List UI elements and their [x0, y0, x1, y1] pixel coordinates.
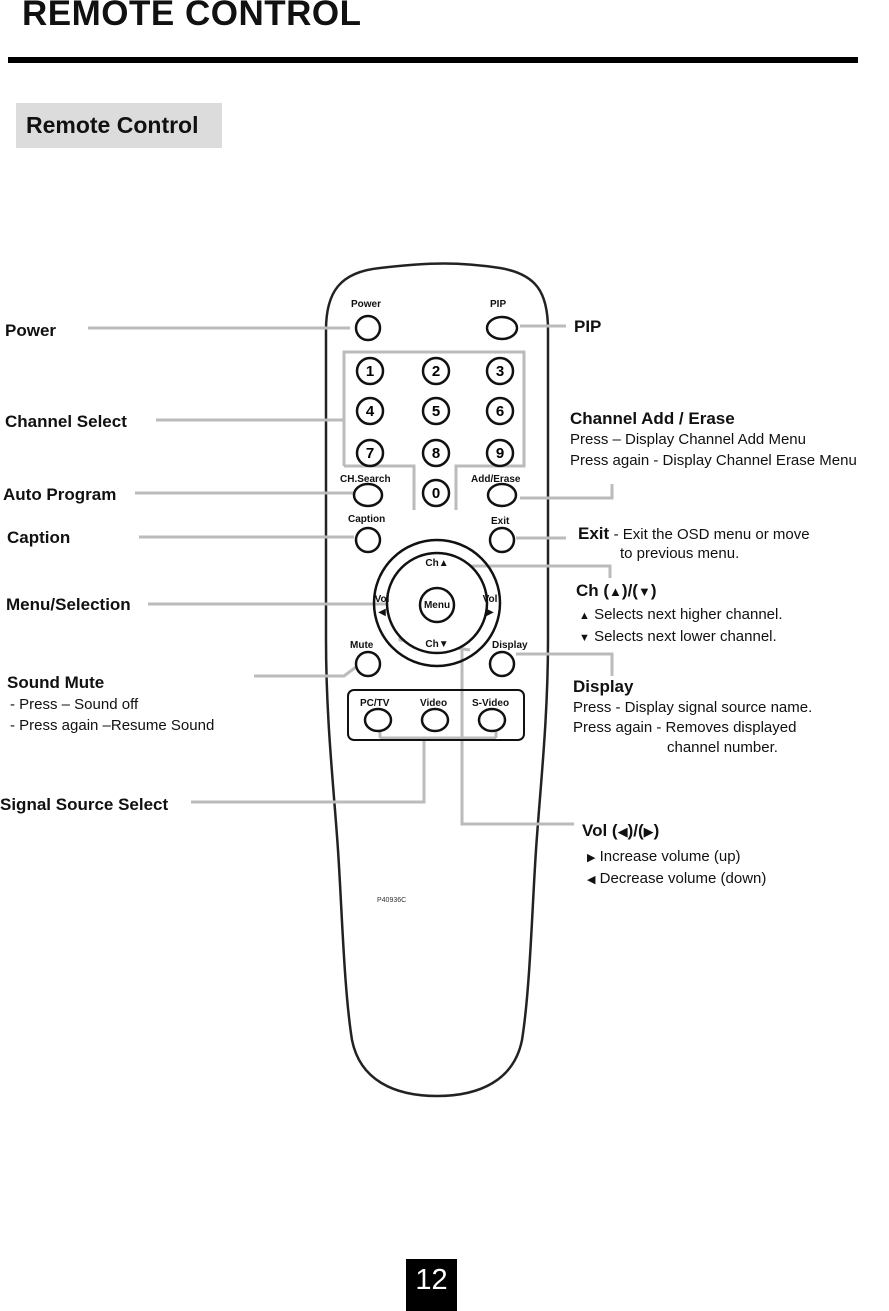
triangle-right-icon: ▶ — [587, 852, 596, 864]
remote-body — [324, 262, 550, 1098]
number-pad: 1 2 3 4 5 6 7 8 9 0 — [355, 356, 515, 508]
ch-title-mid: )/( — [621, 581, 638, 600]
label-exit: Exit — [578, 524, 610, 543]
label-pip: PIP — [574, 317, 602, 336]
svg-text:8: 8 — [432, 445, 440, 462]
ch-down-text: Selects next lower channel. — [594, 628, 777, 645]
exit-heading: Exit - Exit the OSD menu or move — [578, 524, 810, 545]
svg-text:1: 1 — [366, 363, 374, 380]
page-number-box — [406, 1259, 457, 1311]
triangle-down-icon: ▼ — [637, 584, 651, 599]
svg-text:CH.Search: CH.Search — [340, 474, 391, 485]
svg-text:Vol: Vol — [375, 594, 390, 605]
vol-decrease-row: ◀ Decrease volume (down) — [587, 868, 766, 891]
display-line-3: channel number. — [667, 739, 778, 756]
svg-text:4: 4 — [366, 403, 375, 420]
ch-up-row: ▲ Selects next higher channel. — [579, 604, 783, 627]
svg-text:Video: Video — [420, 698, 447, 709]
section-box — [16, 103, 222, 148]
svg-text:5: 5 — [432, 403, 440, 420]
label-auto-program: Auto Program — [3, 485, 117, 504]
svg-text:Exit: Exit — [491, 516, 510, 527]
svg-text:Power: Power — [351, 299, 381, 310]
channel-add-erase-line-1: Press – Display Channel Add Menu — [570, 431, 806, 448]
page-number: 12 — [415, 1264, 448, 1296]
svg-text:◀: ◀ — [378, 607, 386, 618]
svg-text:Mute: Mute — [350, 640, 374, 651]
direction-pad: Menu Ch▲ Ch▼ Vol ◀ Vol ▶ — [372, 538, 502, 668]
display-line-2: Press again - Removes displayed — [573, 719, 797, 736]
triangle-right-icon: ▶ — [643, 824, 654, 839]
section-title: Remote Control — [26, 112, 199, 138]
svg-text:Menu: Menu — [424, 600, 450, 611]
label-vol: Vol (◀)/(▶) — [582, 821, 659, 842]
label-power: Power — [5, 321, 57, 340]
display-line-1: Press - Display signal source name. — [573, 699, 813, 716]
svg-text:6: 6 — [496, 403, 504, 420]
triangle-left-icon: ◀ — [587, 874, 596, 886]
label-caption: Caption — [7, 528, 71, 547]
svg-text:▶: ▶ — [486, 607, 494, 618]
triangle-down-icon: ▼ — [579, 632, 590, 644]
source-group-box — [347, 689, 525, 741]
label-ch: Ch (▲)/(▼) — [576, 581, 657, 602]
svg-text:PC/TV: PC/TV — [360, 698, 390, 709]
vol-increase-text: Increase volume (up) — [599, 848, 741, 865]
ch-title-prefix: Ch ( — [576, 581, 610, 600]
power-button — [354, 314, 382, 342]
page-title: REMOTE CONTROL — [22, 0, 362, 33]
svg-text:Add/Erase: Add/Erase — [471, 474, 521, 485]
svg-text:Ch▲: Ch▲ — [425, 558, 448, 569]
header-rule — [8, 57, 858, 63]
sound-mute-line-2: - Press again –Resume Sound — [10, 717, 215, 734]
vol-decrease-text: Decrease volume (down) — [599, 870, 767, 887]
svg-text:Caption: Caption — [348, 514, 385, 525]
svg-text:9: 9 — [496, 445, 504, 462]
svg-text:Display: Display — [492, 640, 528, 651]
label-display: Display — [573, 677, 634, 696]
svg-text:2: 2 — [432, 363, 440, 380]
ch-title-suffix: ) — [650, 581, 657, 600]
triangle-up-icon: ▲ — [609, 584, 622, 599]
exit-line-1: - Exit the OSD menu or move — [613, 526, 810, 543]
svg-text:PIP: PIP — [490, 299, 506, 310]
ch-up-text: Selects next higher channel. — [594, 606, 783, 623]
label-channel-select: Channel Select — [5, 412, 127, 431]
label-menu-selection: Menu/Selection — [6, 595, 131, 614]
vol-increase-row: ▶ Increase volume (up) — [587, 846, 741, 869]
pip-button — [485, 315, 519, 341]
sound-mute-line-1: - Press – Sound off — [10, 696, 139, 713]
svg-text:Vol: Vol — [483, 594, 498, 605]
svg-text:3: 3 — [496, 363, 504, 380]
svg-text:0: 0 — [432, 485, 440, 502]
label-signal-source: Signal Source Select — [0, 795, 169, 814]
label-channel-add-erase: Channel Add / Erase — [570, 409, 735, 428]
svg-text:7: 7 — [366, 445, 374, 462]
svg-text:Ch▼: Ch▼ — [425, 639, 448, 650]
svg-text:P40936C: P40936C — [377, 897, 406, 904]
triangle-up-icon: ▲ — [579, 610, 590, 622]
vol-title-suffix: ) — [653, 821, 660, 840]
vol-title-mid: )/( — [627, 821, 644, 840]
label-sound-mute: Sound Mute — [7, 673, 105, 692]
triangle-left-icon: ◀ — [617, 824, 628, 839]
vol-title-prefix: Vol ( — [582, 821, 618, 840]
ch-down-row: ▼ Selects next lower channel. — [579, 626, 777, 649]
svg-text:S-Video: S-Video — [472, 698, 509, 709]
exit-line-2: to previous menu. — [620, 545, 740, 562]
channel-add-erase-line-2: Press again - Display Channel Erase Menu — [570, 452, 857, 469]
